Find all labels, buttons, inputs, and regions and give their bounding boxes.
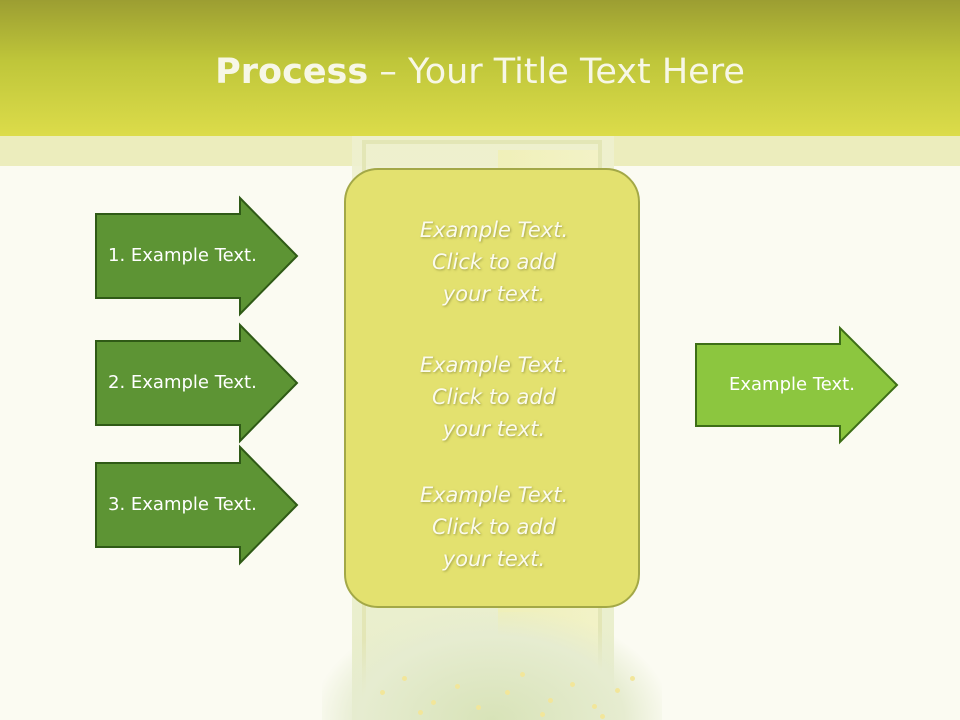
flower-dot xyxy=(402,676,407,681)
flower-dot xyxy=(548,698,553,703)
flower-dot xyxy=(630,676,635,681)
flower-dot xyxy=(540,712,545,717)
left-arrow-1-label: 1. Example Text. xyxy=(108,245,257,266)
paragraph-line: Click to add xyxy=(431,250,556,274)
paragraph-line: Click to add xyxy=(431,515,556,539)
title-header xyxy=(0,0,960,136)
left-arrow-3[interactable] xyxy=(95,444,299,566)
center-paragraph-2: Example Text. Click to add your text. xyxy=(346,349,642,445)
left-arrow-2[interactable] xyxy=(95,322,299,444)
flower-dot xyxy=(520,672,525,677)
paragraph-line: Example Text. xyxy=(419,218,569,242)
paragraph-line: Example Text. xyxy=(419,483,569,507)
center-paragraph-3: Example Text. Click to add your text. xyxy=(346,479,642,575)
left-arrow-3-label: 3. Example Text. xyxy=(108,494,257,515)
flower-dot xyxy=(615,688,620,693)
flower-dot xyxy=(592,704,597,709)
paragraph-line: your text. xyxy=(442,282,546,306)
flower-dot xyxy=(431,700,436,705)
grass-image xyxy=(322,612,662,720)
right-arrow[interactable] xyxy=(695,325,899,445)
flower-dot xyxy=(570,682,575,687)
left-arrow-1[interactable] xyxy=(95,195,299,317)
paragraph-line: your text. xyxy=(442,417,546,441)
center-paragraph-1: Example Text. Click to add your text. xyxy=(346,214,642,310)
center-text-box[interactable]: Example Text. Click to add your text. Ex… xyxy=(344,168,640,608)
flower-dot xyxy=(600,714,605,719)
title-bold: Process xyxy=(215,52,369,92)
right-arrow-label: Example Text. xyxy=(729,374,855,395)
flower-dot xyxy=(455,684,460,689)
paragraph-line: your text. xyxy=(442,547,546,571)
paragraph-line: Click to add xyxy=(431,385,556,409)
paragraph-line: Example Text. xyxy=(419,353,569,377)
title-rest: – Your Title Text Here xyxy=(368,52,745,92)
flower-dot xyxy=(418,710,423,715)
flower-dot xyxy=(476,705,481,710)
slide-title[interactable]: Process – Your Title Text Here xyxy=(0,52,960,92)
left-arrow-2-label: 2. Example Text. xyxy=(108,372,257,393)
flower-dot xyxy=(380,690,385,695)
flower-dot xyxy=(505,690,510,695)
